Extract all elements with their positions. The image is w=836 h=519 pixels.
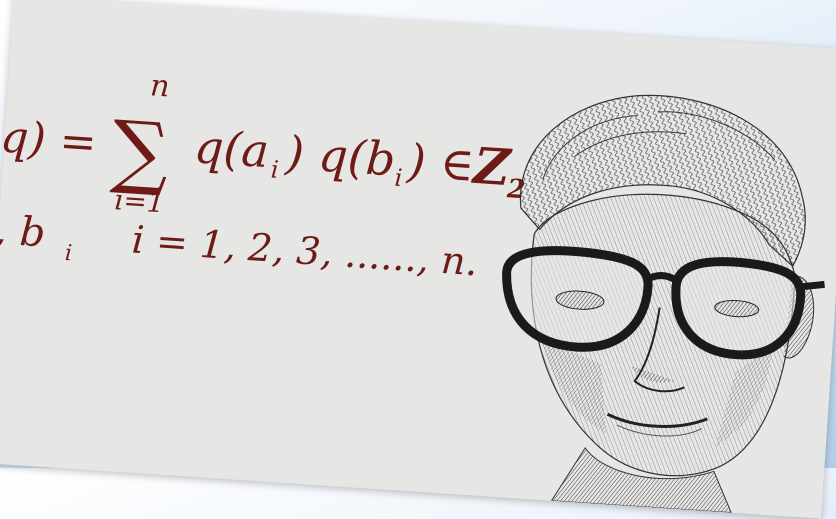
formula-mid: ) q(b bbox=[283, 125, 397, 186]
formula-sub-i1: i bbox=[270, 155, 280, 183]
formula-sub-i2: i bbox=[394, 164, 404, 192]
formula-sigma: ∑ bbox=[109, 103, 172, 200]
formula-sum-upper: n bbox=[149, 68, 171, 104]
formula-lhs: q) = bbox=[0, 111, 98, 168]
formula-line2-lead: , b bbox=[0, 207, 47, 256]
formula-z: Z bbox=[470, 136, 515, 198]
formula-line2-range: i = 1, 2, 3, ......, n. bbox=[131, 217, 479, 284]
formula-tail: ) ∈ bbox=[405, 133, 476, 191]
formula-body: q(a bbox=[193, 119, 271, 178]
formula-line2-lead-sub: i bbox=[64, 241, 73, 266]
formula-sum-lower: i=1 bbox=[114, 183, 166, 219]
man-with-glasses-engraving-icon bbox=[502, 94, 825, 514]
